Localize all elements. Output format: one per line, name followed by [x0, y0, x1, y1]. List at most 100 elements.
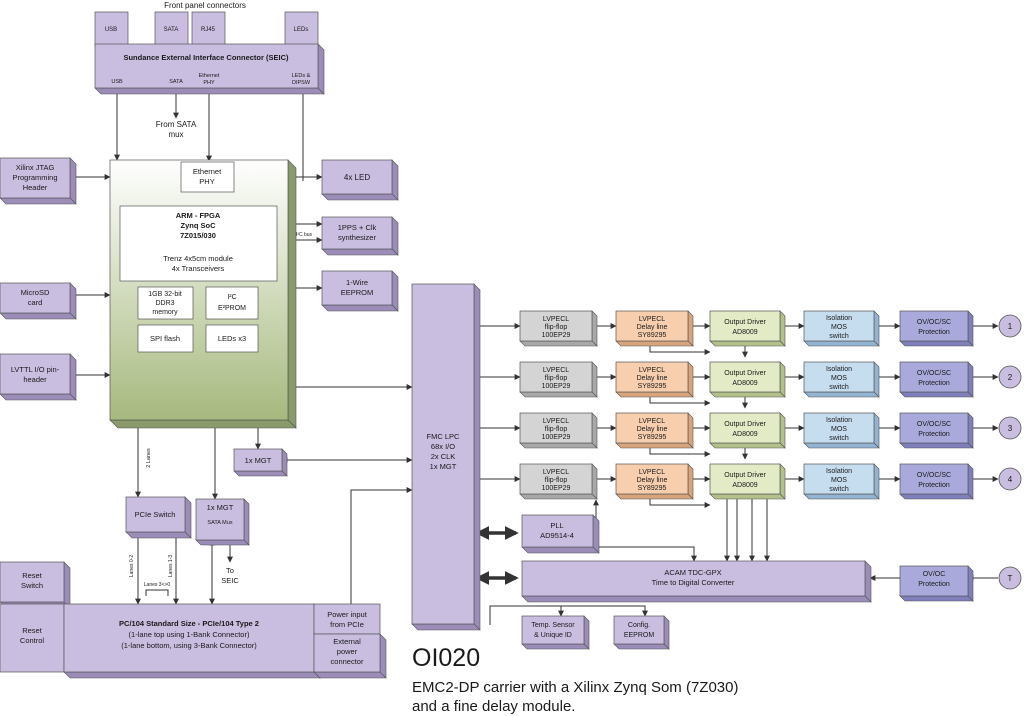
external-power [313, 633, 387, 679]
diagram-title: OI020 [412, 644, 481, 672]
od-label-2-4: AD8009 [732, 482, 757, 489]
arm-label-4: Trenz 4x5cm module [163, 254, 233, 263]
mgt-left [233, 448, 288, 477]
temp-label-1: Temp. Sensor [531, 622, 575, 629]
flipflop-1 [519, 310, 598, 347]
i2c-bus-label: I²C bus [296, 232, 313, 238]
iso-label-2-3: MOS [831, 426, 847, 433]
onewire-label-2: EEPROM [341, 288, 374, 297]
seic-eth-label-2: PHY [203, 80, 215, 86]
power-fmc-line [350, 487, 413, 604]
rj45-top-label: RJ45 [201, 27, 216, 33]
onewire-eeprom [321, 270, 399, 312]
pps-synthesizer [321, 216, 399, 256]
output-4-connector [998, 467, 1022, 491]
sata-mux-label: SATA Mux [207, 520, 232, 526]
ddr-label-2: DDR3 [155, 300, 174, 307]
iso-label-2-2: MOS [831, 375, 847, 382]
protection-1 [899, 310, 974, 347]
tdc-label-1: ACAM TDC-GPX [664, 568, 721, 577]
from-sata-label-1: From SATA [156, 120, 197, 129]
lanes2-label: 2 Lanes [146, 448, 152, 468]
dl-label-1-3: LVPECL [639, 418, 665, 425]
pc104-label-2: (1-lane top using 1-Bank Connector) [129, 630, 250, 639]
od-label-1-2: Output Driver [724, 370, 766, 377]
dl-fb-line-2 [649, 395, 711, 406]
fmc-lpc [411, 283, 481, 631]
ff-label-2-4: flip-flop [545, 477, 568, 484]
usb-connector [94, 11, 129, 48]
power-pcie-label-1: Power input [327, 610, 368, 619]
ov-label-1-4: OV/OC/SC [917, 472, 951, 479]
iso-label-1-4: Isolation [826, 468, 852, 475]
ddr3-memory [137, 286, 194, 320]
leds-x3 [205, 324, 259, 353]
tdc-gpx [521, 560, 872, 603]
iso-label-1-3: Isolation [826, 417, 852, 424]
pll-label-1: PLL [550, 521, 563, 530]
diagram-subtitle: EMC2-DP carrier with a Xilinx Zynq Som (… [412, 678, 738, 716]
usb-top-label: USB [105, 27, 117, 33]
microsd-label-1: MicroSD [21, 288, 50, 297]
ff-label-2-2: flip-flop [545, 375, 568, 382]
reset-switch-label-2: Switch [21, 581, 43, 590]
protection-4 [899, 463, 974, 500]
eth-phy-label-2: PHY [199, 177, 214, 186]
dl-label-2-1: Delay line [637, 324, 668, 331]
cfg-label-1: Config. [628, 622, 650, 629]
ff-label-3-4: 100EP29 [542, 485, 571, 492]
ovoc-label-2: Protection [918, 581, 950, 588]
dl-fb-line-3 [649, 446, 711, 457]
ff-label-1-2: LVPECL [543, 367, 569, 374]
jtag-header [0, 157, 77, 205]
ff-label-3-1: 100EP29 [542, 332, 571, 339]
led4x-label: 4x LED [344, 173, 370, 182]
config-eeprom [613, 615, 670, 650]
iso-label-1-1: Isolation [826, 315, 852, 322]
connector-lines [76, 87, 999, 625]
cfg-label-2: EEPROM [624, 632, 655, 639]
ext-power-label-2: power [337, 647, 358, 656]
isolation-switch-3 [803, 412, 880, 449]
fmc-label-4: 1x MGT [430, 462, 457, 471]
iso-label-3-1: switch [829, 333, 849, 340]
ovoc-label-1: OV/OC [923, 571, 946, 578]
pc104-board [63, 603, 321, 679]
ext-power-label-1: External [333, 637, 361, 646]
pcie-switch-label: PCIe Switch [135, 510, 176, 519]
reset-control [0, 603, 65, 673]
fmc-cfg-line [561, 605, 648, 617]
ff-label-1-4: LVPECL [543, 469, 569, 476]
dl-label-3-3: SY89295 [638, 434, 667, 441]
pll-ad9514 [521, 514, 600, 554]
protection-3 [899, 412, 974, 449]
arm-label-2: Zynq SoC [181, 221, 217, 230]
pc104-label-3: (1-lane bottom, using 3-Bank Connector) [121, 641, 257, 650]
seic-eth-label-1: Ethernet [199, 73, 220, 79]
ov-label-1-1: OV/OC/SC [917, 319, 951, 326]
delay-line-1 [615, 310, 694, 347]
output-driver-2 [709, 361, 786, 398]
seic-sata-label: SATA [169, 79, 183, 85]
ov-label-2-1: Protection [918, 329, 950, 336]
microsd-label-2: card [28, 298, 43, 307]
iso-label-3-3: switch [829, 435, 849, 442]
ov-label-1-3: OV/OC/SC [917, 421, 951, 428]
jtag-label-2: Programming [12, 173, 57, 182]
iso-label-1-2: Isolation [826, 366, 852, 373]
seic-leds-label-2: DIPSW [292, 80, 311, 86]
iso-label-3-2: switch [829, 384, 849, 391]
ddr-label-3: memory [152, 309, 178, 316]
dl-label-1-2: LVPECL [639, 367, 665, 374]
reset-control-label-2: Control [20, 636, 45, 645]
isolation-switch-2 [803, 361, 880, 398]
lvttl-label-1: LVTTL I/O pin- [11, 365, 60, 374]
lvttl-label-2: header [23, 375, 47, 384]
reset-switch-label-1: Reset [22, 571, 43, 580]
ledsx3-label: LEDs x3 [218, 334, 246, 343]
flipflop-3 [519, 412, 598, 449]
from-sata-label-2: mux [168, 130, 183, 139]
dl-label-3-2: SY89295 [638, 383, 667, 390]
delay-line-2 [615, 361, 694, 398]
